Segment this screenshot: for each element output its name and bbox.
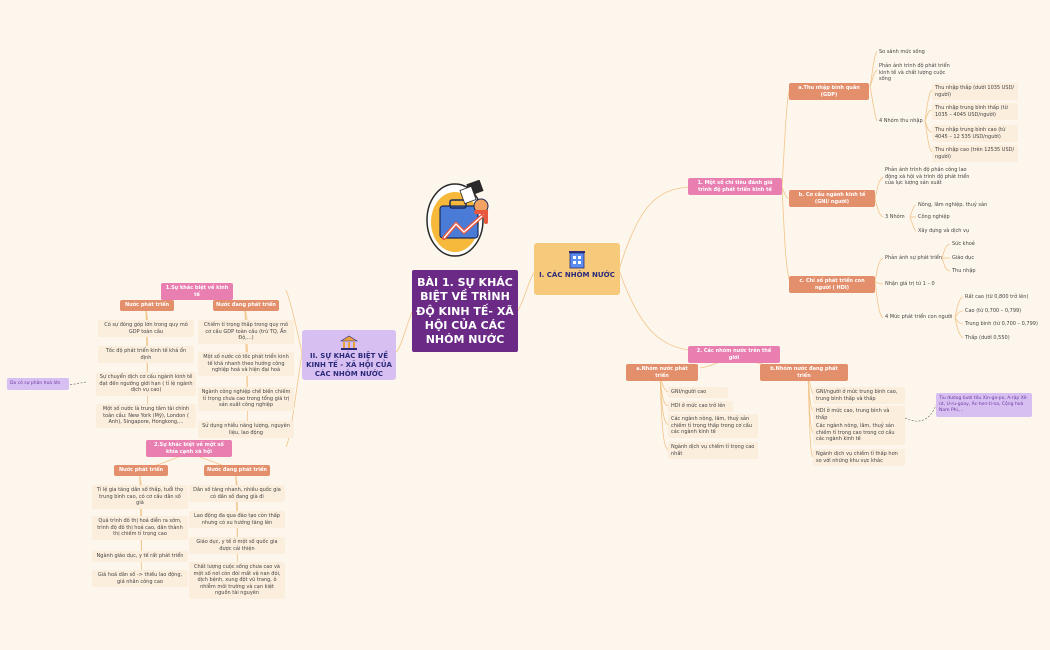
social-developing-item: Dân số tăng nhanh, nhiều quốc gia có dân… bbox=[189, 485, 285, 502]
social-developing-item: Lao động đa qua đào tạo còn thấp nhưng c… bbox=[189, 511, 285, 528]
sector-group-item: Công nghiệp bbox=[918, 214, 950, 220]
social-developed-item: Giá hoá dân số -> thiếu lao động, giá nh… bbox=[92, 570, 188, 587]
hdi-reflect-item: Giáo dục bbox=[952, 255, 975, 261]
left-sec2-developing[interactable]: Nước đang phát triển bbox=[204, 465, 270, 476]
developing-item: Ngành dịch vụ chiếm tỉ thấp hơn so với n… bbox=[813, 449, 905, 466]
sector-group-item: Xây dựng và dịch vụ bbox=[918, 228, 970, 234]
briefcase-chart-icon bbox=[426, 180, 489, 257]
social-developed-item: Ngành giáo dục, y tế rất phát triển bbox=[92, 551, 188, 562]
income-group-item: Thu nhập trung bình cao (từ 4045 – 12 53… bbox=[932, 125, 1018, 142]
gni-desc: Phản ánh trình độ phân công lao động xã … bbox=[885, 167, 970, 186]
gdp-item: Phản ánh trình độ phát triển kinh tế và … bbox=[879, 63, 950, 82]
hdi-level-item: Thấp (dưới 0,550) bbox=[965, 335, 1010, 341]
left-sec1-node[interactable]: 1.Sự khác biệt về kinh tế bbox=[161, 283, 233, 300]
right-sec1-node[interactable]: 1. Một số chỉ tiêu đánh giá trình độ phá… bbox=[688, 178, 782, 195]
income-group-item: Thu nhập trung bình thấp (từ 1035 – 4045… bbox=[932, 103, 1018, 120]
econ-developed-item: Sự chuyển dịch cơ cấu ngành kinh tế đạt … bbox=[96, 372, 196, 396]
sector-groups-node: 3 Nhóm bbox=[885, 214, 905, 220]
social-developed-item: Quá trình đô thị hoá diễn ra sớm, trình … bbox=[92, 516, 188, 540]
developing-note[interactable]: Tiu đươug bươi tều Xin-ga-po, A-rập Xê-ú… bbox=[936, 393, 1032, 417]
hdi-level-item: Cao (từ 0,700 – 0,799) bbox=[965, 308, 1022, 314]
hdi-node[interactable]: c. Chỉ số phát triển con người ( HDI) bbox=[789, 276, 875, 293]
main-branch-differences[interactable]: II. SỰ KHÁC BIỆT VỀ KINH TẾ - XÃ HỘI CỦA… bbox=[302, 330, 396, 380]
left-sec2-node[interactable]: 2.Sự khác biệt về một số khía cạnh xã hộ… bbox=[146, 440, 232, 457]
hdi-level-item: Rất cao (từ 0,800 trở lên) bbox=[965, 294, 1029, 300]
econ-developing-item: Sử dụng nhiều năng lượng, nguyên liệu, l… bbox=[198, 421, 294, 438]
income-group-item: Thu nhập cao (trên 12535 USD/ người) bbox=[932, 145, 1018, 162]
income-group-item: Thu nhập thấp (dưới 1035 USD/ người) bbox=[932, 83, 1018, 100]
developing-item: GNI/người ở mức trung bình cao, trung bì… bbox=[813, 387, 905, 404]
developed-item: GNI/người cao bbox=[668, 387, 728, 398]
hdi-levels-node: 4 Mức phát triển con người bbox=[885, 314, 953, 320]
developed-item: HDI ở mức cao trở lên bbox=[668, 401, 733, 412]
hdi-reflect-item: Thu nhập bbox=[952, 268, 976, 274]
gdp-item: So sánh mức sống bbox=[879, 49, 925, 55]
developing-item: Các ngành nông, lâm, thuỷ sản chiếm tỉ t… bbox=[813, 421, 905, 445]
developing-item: HDI ở mức cao, trung bình và thấp bbox=[813, 406, 905, 423]
main-branch-groups[interactable]: I. CÁC NHÓM NƯỚC bbox=[534, 243, 620, 295]
bank-icon bbox=[340, 335, 358, 350]
social-developing-item: Giáo dục, y tế ở một số quốc gia được cả… bbox=[189, 537, 285, 554]
econ-developing-item: Ngành công nghiệp chế biến chiếm tỉ trọn… bbox=[198, 387, 294, 411]
econ-note[interactable]: Do có sự phân hoá lớn bbox=[7, 378, 69, 390]
gni-node[interactable]: b. Cơ cấu ngành kinh tế (GNI/ người) bbox=[789, 190, 875, 207]
hdi-range: Nhận giá trị từ 1 – 0 bbox=[885, 281, 935, 287]
developing-node[interactable]: b.Nhóm nước đang phát triển bbox=[760, 364, 848, 381]
income-groups-node: 4 Nhóm thu nhập bbox=[879, 118, 923, 124]
econ-developed-item: Một số nước là trung tâm tài chính toàn … bbox=[96, 404, 196, 428]
sector-group-item: Nông, lâm nghiệp, thuỷ sản bbox=[918, 202, 988, 208]
building-icon bbox=[569, 251, 585, 269]
main-branch-differences-label: II. SỰ KHÁC BIỆT VỀ KINH TẾ - XÃ HỘI CỦA… bbox=[306, 352, 392, 379]
econ-developing-item: Một số nước có tốc phát triển kinh tế kh… bbox=[198, 352, 294, 376]
main-branch-groups-label: I. CÁC NHÓM NƯỚC bbox=[539, 271, 615, 279]
econ-developed-item: Có sự đóng góp lớn trong quy mô GDP toàn… bbox=[98, 320, 194, 337]
hdi-reflect-item: Sức khoẻ bbox=[952, 241, 975, 247]
right-sec2-node[interactable]: 2. Các nhóm nước trên thế giới bbox=[688, 346, 780, 363]
econ-developing-item: Chiếm tỉ trọng thấp trong quy mô cơ cấu … bbox=[198, 320, 294, 344]
social-developed-item: Tỉ lệ gia tăng dân số thấp, tuổi thọ tru… bbox=[92, 485, 188, 509]
left-sec2-developed[interactable]: Nước phát triển bbox=[114, 465, 168, 476]
hdi-level-item: Trung bình (từ 0,700 – 0,799) bbox=[965, 321, 1038, 327]
hdi-reflect-node: Phản ánh sự phát triển bbox=[885, 255, 942, 261]
developed-node[interactable]: a.Nhóm nước phát triển bbox=[626, 364, 698, 381]
econ-developed-item: Tốc độ phát triển kinh tế khá ổn định bbox=[98, 346, 194, 363]
gdp-node[interactable]: a.Thu nhập bình quân (GDP) bbox=[789, 83, 869, 100]
left-sec1-developed[interactable]: Nước phát triển bbox=[120, 300, 174, 311]
developed-item: Các ngành nông, lâm, thuỷ sản chiếm tỉ t… bbox=[668, 414, 758, 438]
developed-item: Ngành dịch vụ chiếm tỉ trọng cao nhất bbox=[668, 442, 758, 459]
social-developing-item: Chất lượng cuộc sống chưa cao và một số … bbox=[189, 562, 285, 599]
left-sec1-developing[interactable]: Nước đang phát triển bbox=[213, 300, 279, 311]
central-topic[interactable]: BÀI 1. SỰ KHÁC BIỆT VỀ TRÌNH ĐỘ KINH TẾ-… bbox=[412, 270, 518, 352]
